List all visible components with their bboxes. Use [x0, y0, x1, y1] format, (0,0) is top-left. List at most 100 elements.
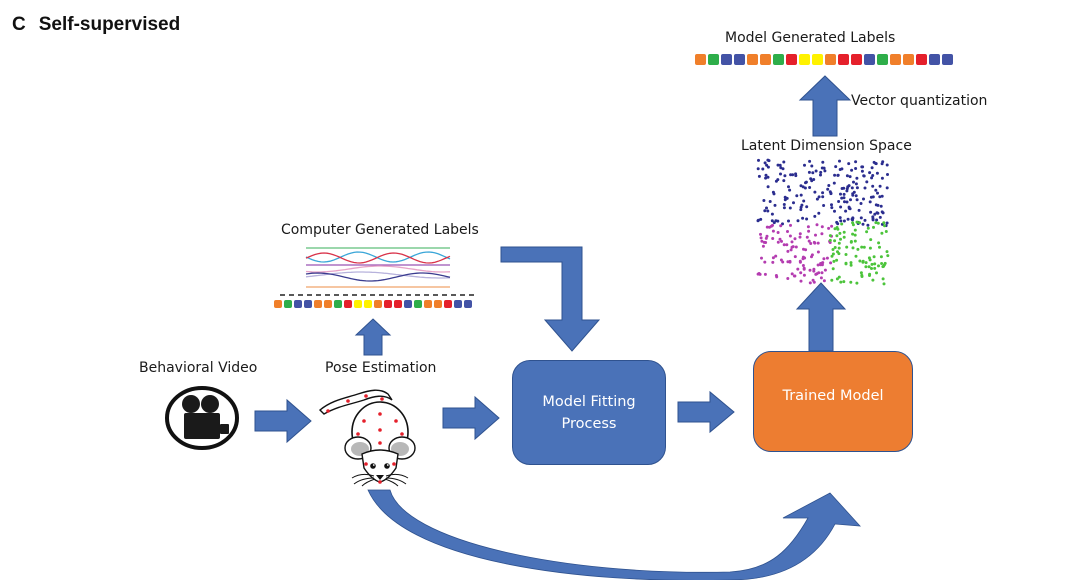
cluster-blue-point [830, 206, 834, 210]
cluster-magenta-point [769, 224, 773, 228]
cluster-blue-point [823, 169, 827, 173]
cluster-blue-point [794, 174, 798, 178]
cluster-blue-point [757, 158, 760, 162]
latent-space-title: Latent Dimension Space [741, 138, 912, 154]
cluster-green-point [842, 280, 846, 284]
cluster-green-point [853, 239, 857, 243]
cluster-green-point [837, 246, 841, 250]
label-square-blue [464, 300, 472, 308]
label-square-orange [695, 54, 706, 65]
cluster-green-point [849, 240, 853, 244]
cluster-green-point [865, 230, 869, 234]
cluster-blue-point [854, 167, 858, 170]
pose-to-labels-arrow [354, 318, 392, 356]
cluster-blue-point [767, 159, 771, 163]
label-square-orange [825, 54, 836, 65]
cluster-blue-point [804, 181, 807, 185]
cluster-magenta-point [798, 235, 802, 239]
model-fitting-line1: Model Fitting [542, 393, 636, 410]
cluster-magenta-point [814, 272, 818, 276]
cluster-blue-point [813, 190, 817, 194]
cluster-green-point [877, 264, 880, 268]
panel-title-text: Self-supervised [38, 14, 181, 35]
label-square-orange [424, 300, 432, 308]
cluster-green-point [837, 241, 841, 245]
cluster-green-point [868, 246, 872, 250]
cluster-green-point [851, 232, 855, 236]
cluster-blue-point [787, 219, 790, 223]
cluster-blue-point [862, 174, 866, 178]
cluster-blue-point [866, 223, 870, 227]
trained-to-latent-arrow [795, 282, 847, 352]
cluster-green-point [830, 278, 834, 282]
cluster-magenta-point [790, 272, 794, 276]
cluster-blue-point [779, 172, 782, 176]
cluster-blue-point [833, 173, 837, 177]
cluster-green-point [849, 263, 853, 267]
cluster-blue-point [799, 193, 803, 197]
cluster-blue-point [871, 184, 875, 188]
cluster-blue-point [885, 186, 889, 190]
cluster-green-point [856, 247, 860, 251]
cluster-green-point [849, 261, 853, 265]
cluster-magenta-point [759, 232, 762, 236]
cluster-green-point [840, 222, 844, 226]
label-square-blue [734, 54, 745, 65]
cluster-blue-point [850, 186, 854, 190]
cluster-blue-point [763, 209, 767, 213]
cluster-blue-point [847, 162, 851, 166]
model-fitting-process-box: Model Fitting Process [512, 360, 666, 465]
label-square-red [851, 54, 862, 65]
cluster-magenta-point [798, 259, 802, 263]
cluster-green-point [873, 266, 877, 270]
cluster-blue-point [805, 205, 809, 209]
cluster-green-point [839, 280, 843, 284]
trace-cyan [305, 251, 451, 263]
cluster-green-point [860, 245, 864, 249]
cluster-blue-point [782, 179, 786, 183]
cluster-magenta-point [782, 243, 786, 247]
cluster-magenta-point [809, 242, 813, 245]
cluster-blue-point [801, 185, 805, 189]
cluster-green-point [845, 245, 849, 249]
cluster-magenta-point [812, 240, 816, 244]
cluster-blue-point [819, 173, 822, 177]
label-square-blue [721, 54, 732, 65]
cluster-blue-point [796, 219, 800, 223]
cluster-blue-point [792, 201, 795, 205]
cluster-magenta-point [830, 224, 834, 228]
cluster-blue-point [836, 222, 840, 226]
cluster-blue-point [845, 174, 849, 178]
cluster-blue-point [850, 168, 854, 172]
cluster-blue-point [838, 159, 841, 163]
label-square-green [773, 54, 784, 65]
cluster-blue-point [886, 173, 889, 176]
cluster-blue-point [860, 169, 864, 173]
cluster-magenta-point [794, 245, 798, 249]
label-square-blue [864, 54, 875, 65]
cluster-magenta-point [771, 260, 775, 264]
cluster-blue-point [782, 206, 786, 210]
cluster-green-point [879, 255, 883, 259]
cluster-blue-point [771, 190, 775, 194]
cluster-blue-point [839, 192, 842, 196]
trace-red [305, 252, 451, 264]
cluster-blue-point [810, 179, 814, 183]
cluster-magenta-point [807, 239, 811, 243]
label-square-blue [942, 54, 953, 65]
cluster-green-point [875, 271, 878, 275]
label-square-blue [454, 300, 462, 308]
cluster-magenta-point [793, 255, 797, 259]
cluster-magenta-point [820, 261, 824, 265]
cluster-blue-point [874, 188, 878, 192]
cluster-blue-point [854, 194, 858, 198]
cluster-blue-point [849, 198, 852, 202]
cluster-blue-point [782, 160, 786, 164]
cluster-blue-point [869, 195, 873, 199]
cluster-blue-point [870, 176, 874, 180]
cluster-blue-point [857, 208, 861, 212]
cluster-blue-point [844, 209, 848, 213]
label-square-red [444, 300, 452, 308]
cluster-green-point [851, 223, 855, 227]
cluster-blue-point [863, 186, 867, 190]
